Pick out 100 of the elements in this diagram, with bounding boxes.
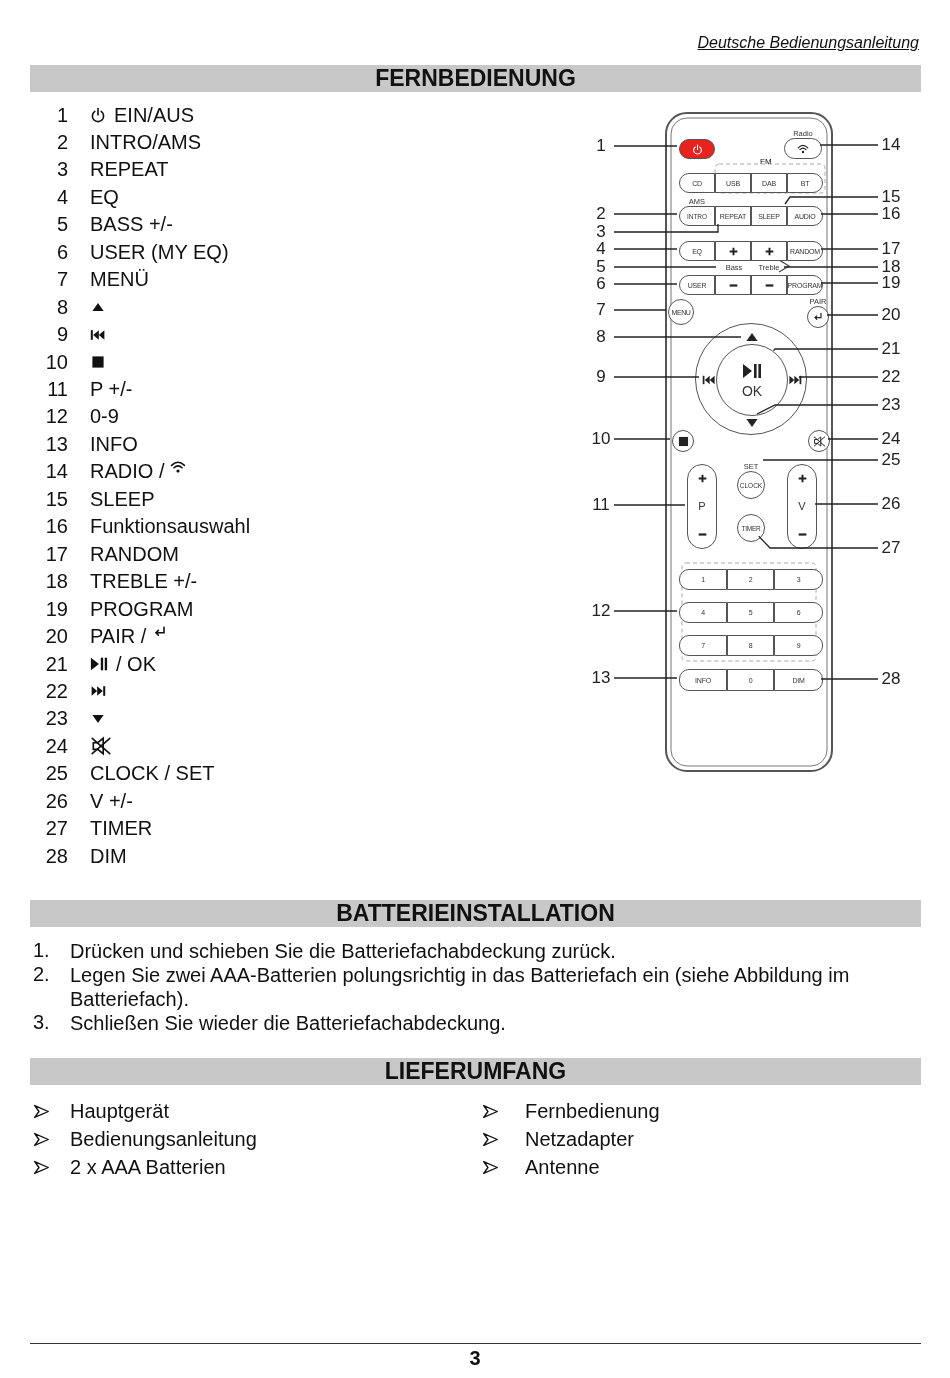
button-description: RANDOM bbox=[90, 542, 179, 566]
leader-line bbox=[613, 213, 678, 215]
leader-line bbox=[820, 248, 879, 250]
leader-line bbox=[827, 438, 879, 440]
leader-line bbox=[756, 404, 879, 415]
list-number: 15 bbox=[44, 487, 68, 511]
callout-number: 26 bbox=[878, 494, 904, 514]
callout-number: 12 bbox=[588, 601, 614, 621]
leader-line bbox=[826, 314, 879, 316]
section-heading: BATTERIEINSTALLATION bbox=[30, 900, 921, 927]
button-description: EIN/AUS bbox=[114, 103, 195, 127]
leader-line bbox=[613, 283, 678, 285]
callout-number: 21 bbox=[878, 339, 904, 359]
list-number: 12 bbox=[44, 405, 68, 429]
remote-button bbox=[751, 275, 787, 295]
button-description: PROGRAM bbox=[90, 597, 194, 621]
list-number: 27 bbox=[44, 817, 68, 841]
callout-number: 6 bbox=[588, 274, 614, 294]
list-number: 11 bbox=[46, 378, 68, 401]
list-number: 25 bbox=[44, 762, 68, 786]
list-number: 2 bbox=[55, 130, 68, 154]
remote-button bbox=[715, 241, 751, 261]
callout-number: 7 bbox=[588, 300, 614, 320]
button-label: P bbox=[698, 500, 706, 513]
callout-number: 13 bbox=[588, 668, 614, 688]
list-number: 18 bbox=[44, 570, 68, 594]
page-number: 3 bbox=[468, 1347, 482, 1370]
leader-line bbox=[613, 223, 719, 233]
list-number: 6 bbox=[55, 240, 68, 264]
list-number: 8 bbox=[55, 295, 68, 319]
step-number: 1. bbox=[33, 939, 50, 962]
button-description: DIM bbox=[90, 844, 127, 868]
list-number: 3 bbox=[55, 158, 68, 182]
leader-line bbox=[613, 309, 667, 311]
page-header: Deutsche Bedienungsanleitung bbox=[697, 34, 919, 52]
list-number: 19 bbox=[44, 597, 68, 621]
button-description: EQ bbox=[90, 185, 119, 209]
leader-line bbox=[613, 248, 678, 250]
callout-number: 17 bbox=[878, 239, 904, 259]
rocker-button bbox=[687, 464, 717, 549]
step-number: 2. bbox=[33, 963, 50, 986]
section-heading: FERNBEDIENUNG bbox=[30, 65, 921, 92]
leader-line bbox=[820, 282, 879, 284]
list-number: 20 bbox=[44, 625, 68, 649]
button-description: INTRO/AMS bbox=[90, 130, 202, 154]
button-description: P +/- bbox=[90, 378, 133, 401]
button-description: TREBLE +/- bbox=[90, 570, 198, 594]
step-text: Legen Sie zwei AAA-Batterien polungsrichtig in das Batteriefach ein (siehe Abbildung im Batteriefach). bbox=[70, 963, 851, 1011]
list-item: Antenne bbox=[525, 1156, 600, 1179]
button-description: RADIO / bbox=[90, 460, 165, 484]
callout-number: 28 bbox=[878, 669, 904, 689]
power-button bbox=[679, 139, 715, 159]
step-text: Schließen Sie wieder die Batteriefachabdeckung. bbox=[70, 1011, 507, 1035]
remote-button bbox=[715, 275, 751, 295]
callout-number: 5 bbox=[588, 257, 614, 277]
list-number: 1 bbox=[55, 103, 68, 127]
list-item: 2 x AAA Batterien bbox=[70, 1156, 226, 1179]
list-number: 9 bbox=[55, 323, 68, 347]
callout-number: 15 bbox=[878, 187, 904, 207]
leader-line bbox=[820, 213, 879, 215]
button-label: V bbox=[798, 500, 806, 513]
callout-number: 20 bbox=[878, 305, 904, 325]
leader-line bbox=[613, 677, 678, 679]
remote-button bbox=[751, 241, 787, 261]
list-number: 14 bbox=[44, 460, 68, 484]
button-label: OK bbox=[741, 383, 763, 399]
remote-control-drawing bbox=[665, 112, 833, 772]
leader-line bbox=[814, 503, 879, 505]
list-number: 22 bbox=[44, 679, 68, 703]
rocker-button bbox=[787, 464, 817, 549]
leader-line bbox=[613, 145, 678, 147]
button-description: PAIR / bbox=[90, 625, 147, 649]
callout-number: 24 bbox=[878, 429, 904, 449]
callout-number: 9 bbox=[588, 367, 614, 387]
list-item: Netzadapter bbox=[525, 1128, 634, 1151]
callout-number: 22 bbox=[878, 367, 904, 387]
button-label: FM bbox=[760, 157, 772, 166]
list-item: Bedienungsanleitung bbox=[70, 1128, 257, 1151]
button-description: MENÜ bbox=[90, 268, 149, 292]
list-number: 13 bbox=[44, 432, 68, 456]
callout-number: 23 bbox=[878, 395, 904, 415]
leader-line bbox=[613, 610, 678, 612]
leader-line bbox=[613, 376, 700, 378]
list-number: 24 bbox=[44, 734, 68, 758]
button-description: TIMER bbox=[90, 817, 153, 841]
callout-number: 11 bbox=[588, 495, 614, 515]
button-description: REPEAT bbox=[90, 158, 169, 182]
list-number: 10 bbox=[44, 350, 68, 374]
leader-line bbox=[798, 376, 879, 378]
button-description: USER (MY EQ) bbox=[90, 240, 229, 264]
leader-line bbox=[772, 348, 879, 352]
step-number: 3. bbox=[33, 1011, 50, 1034]
button-description: BASS +/- bbox=[90, 213, 173, 237]
list-number: 7 bbox=[55, 268, 68, 292]
button-description: 0-9 bbox=[90, 405, 119, 429]
leader-line bbox=[783, 266, 879, 268]
button-description: V +/- bbox=[90, 789, 133, 813]
list-number: 28 bbox=[44, 844, 68, 868]
leader-line bbox=[758, 535, 879, 549]
list-number: 17 bbox=[44, 542, 68, 566]
